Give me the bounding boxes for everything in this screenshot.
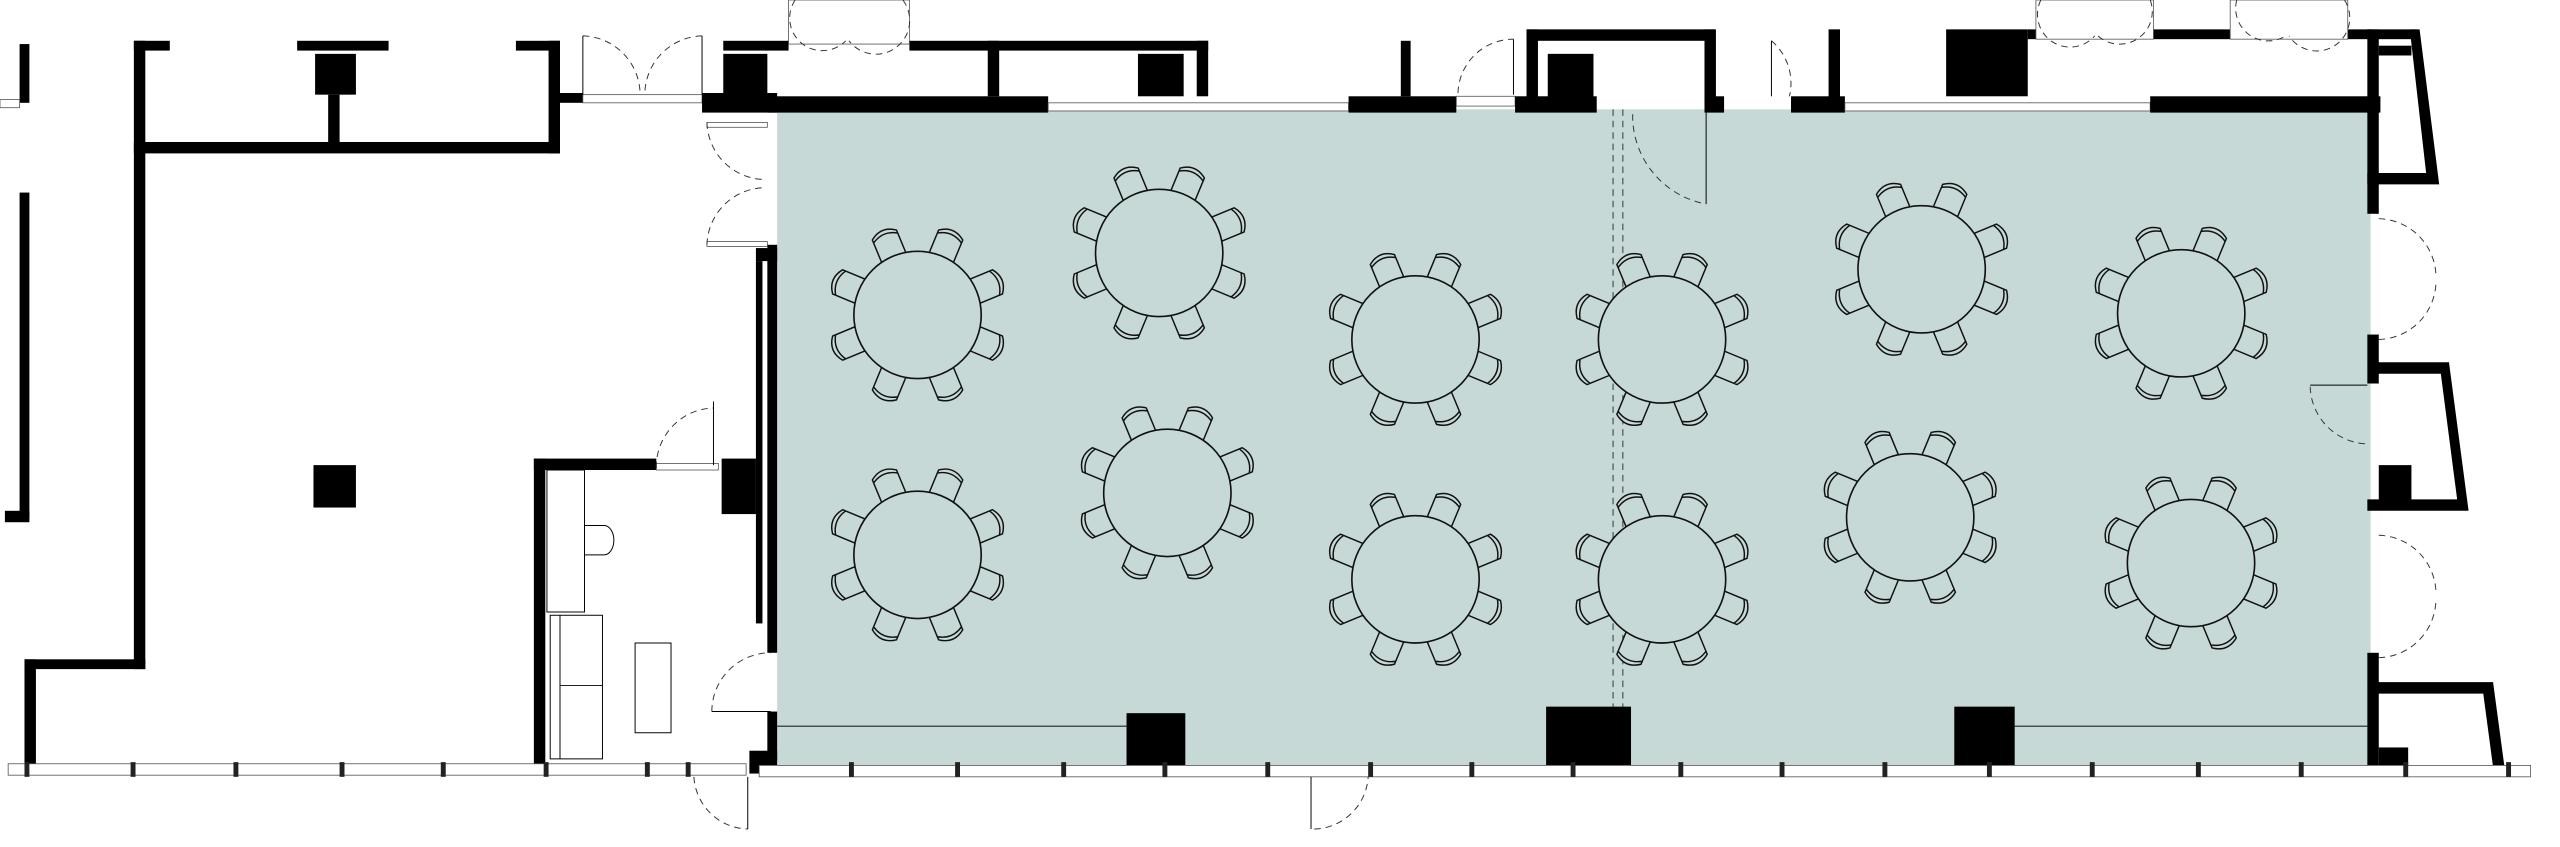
mullion	[848, 762, 854, 777]
banquet-tables	[828, 164, 2281, 669]
sofa	[549, 614, 603, 760]
round-table[interactable]	[1326, 490, 1505, 669]
table-top	[1351, 514, 1480, 644]
door-swings	[582, 0, 2437, 830]
mullion	[955, 762, 960, 777]
mullion	[1061, 762, 1067, 777]
mullion	[685, 762, 691, 777]
round-table[interactable]	[1573, 490, 1752, 669]
mullion	[2089, 762, 2095, 777]
table-top	[853, 490, 983, 620]
coffee-table	[634, 642, 672, 734]
round-table[interactable]	[2102, 474, 2281, 653]
table-top	[1845, 452, 1975, 582]
round-table[interactable]	[1326, 250, 1505, 429]
table-top	[1857, 204, 1987, 334]
window-mullions	[24, 762, 2512, 777]
round-table[interactable]	[828, 226, 1007, 405]
mullion	[1469, 762, 1475, 777]
round-table[interactable]	[1821, 428, 2000, 607]
mullion	[130, 762, 136, 777]
table-top	[1351, 274, 1480, 404]
mullion	[2195, 762, 2201, 777]
table-top	[1597, 274, 1727, 404]
mullion	[1368, 762, 1374, 777]
mullion	[1779, 762, 1785, 777]
mullion	[1265, 762, 1271, 777]
mullion	[233, 762, 239, 777]
mullion	[24, 762, 30, 777]
mullion	[1570, 762, 1576, 777]
mullion	[1986, 762, 1992, 777]
table-top	[2116, 248, 2246, 378]
round-table[interactable]	[1832, 180, 2011, 359]
table-top	[1597, 514, 1727, 644]
mullion	[1162, 762, 1168, 777]
table-top	[2126, 498, 2256, 628]
office-desk	[546, 469, 585, 613]
walls	[0, 0, 2532, 778]
mullion	[543, 762, 549, 777]
round-table[interactable]	[2092, 224, 2271, 403]
mullion	[1882, 762, 1888, 777]
mullion	[644, 762, 650, 777]
office-chair	[584, 525, 615, 556]
mullion	[2403, 762, 2409, 777]
round-table[interactable]	[1078, 403, 1257, 582]
office-furniture	[546, 469, 672, 760]
round-table[interactable]	[828, 465, 1007, 644]
table-top	[1094, 188, 1224, 318]
mullion	[1678, 762, 1684, 777]
mullion	[339, 762, 345, 777]
mullion	[2506, 762, 2512, 777]
round-table[interactable]	[1573, 250, 1752, 429]
table-top	[1102, 428, 1232, 558]
event-hall-floor	[777, 109, 2371, 769]
table-top	[853, 250, 983, 380]
mullion	[2298, 762, 2304, 777]
mullion	[440, 762, 446, 777]
round-table[interactable]	[1070, 164, 1249, 343]
